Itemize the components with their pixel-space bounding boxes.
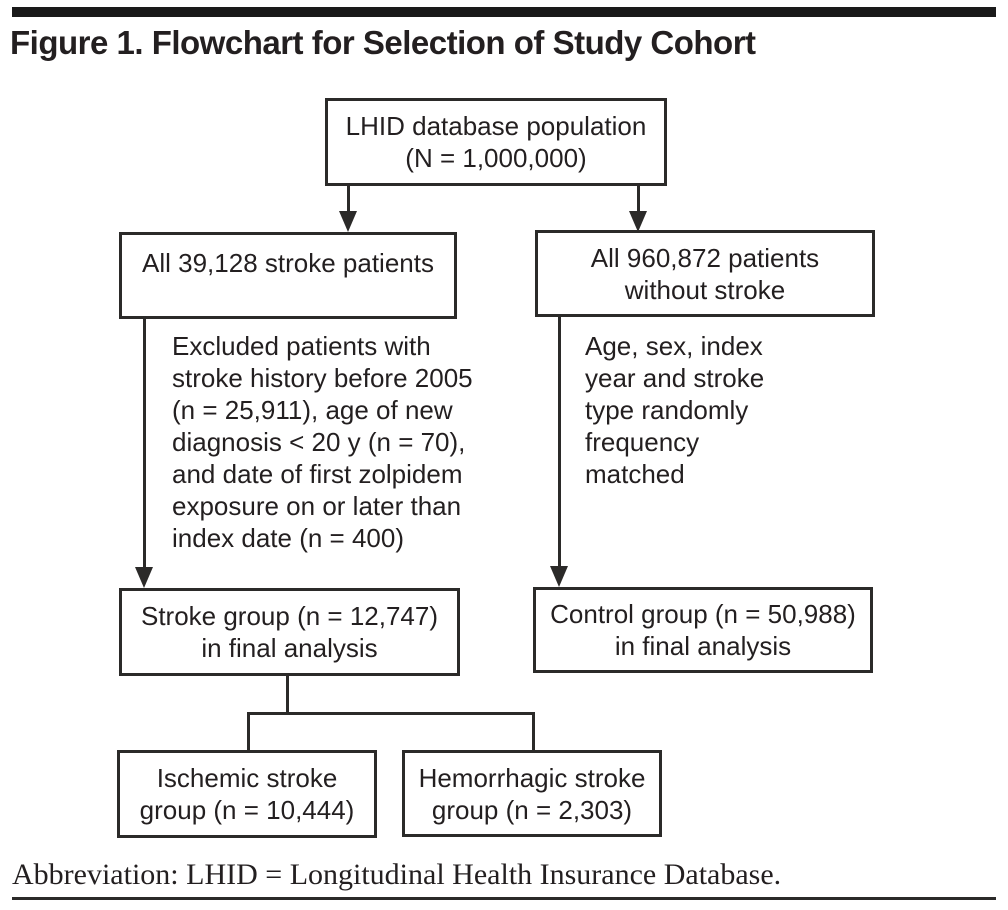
arrow-down-icon bbox=[135, 567, 153, 588]
connector-split-horizontal bbox=[247, 712, 535, 715]
abbreviation-footnote: Abbreviation: LHID = Longitudinal Health… bbox=[12, 858, 782, 891]
connector-stroke-to-final bbox=[143, 317, 146, 567]
box-hemorrhagic-stroke-group: Hemorrhagic stroke group (n = 2,303) bbox=[402, 750, 662, 837]
connector-population-to-stroke bbox=[347, 184, 350, 213]
figure-top-rule bbox=[12, 7, 996, 17]
box-ischemic-stroke-group: Ischemic stroke group (n = 10,444) bbox=[117, 750, 377, 838]
connector-control-to-final bbox=[558, 314, 561, 567]
annotation-matching-criteria: Age, sex, index year and stroke type ran… bbox=[585, 331, 765, 489]
arrow-down-icon bbox=[550, 566, 568, 587]
box-stroke-group-final: Stroke group (n = 12,747) in final analy… bbox=[119, 588, 460, 676]
box-control-group-final: Control group (n = 50,988) in final anal… bbox=[533, 587, 873, 673]
figure-title: Figure 1. Flowchart for Selection of Stu… bbox=[10, 24, 756, 61]
connector-split-to-ischemic bbox=[247, 712, 250, 752]
arrow-down-icon bbox=[339, 211, 357, 232]
figure-bottom-rule bbox=[12, 897, 996, 900]
box-stroke-patients: All 39,128 stroke patients bbox=[119, 232, 457, 319]
annotation-exclusion-criteria: Excluded patients with stroke history be… bbox=[172, 331, 473, 553]
box-patients-without-stroke: All 960,872 patients without stroke bbox=[535, 230, 875, 317]
connector-population-to-without-stroke bbox=[637, 184, 640, 213]
box-lhid-population: LHID database population (N = 1,000,000) bbox=[325, 98, 667, 186]
connector-split-to-hemorrhagic bbox=[532, 712, 535, 752]
arrow-down-icon bbox=[629, 211, 647, 232]
connector-stroke-group-stem bbox=[286, 674, 289, 715]
